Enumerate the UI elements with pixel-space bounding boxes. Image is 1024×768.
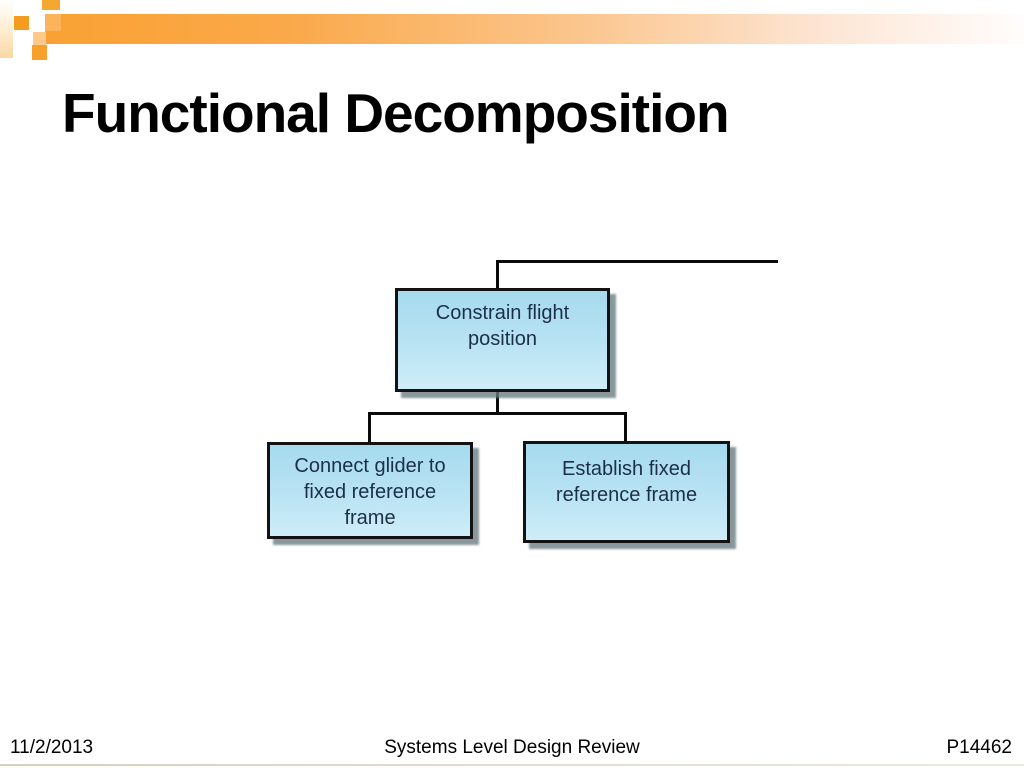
node-label-line: fixed reference: [303, 481, 437, 503]
node-label-line: position: [468, 328, 537, 350]
connector-offscreen-parent-vertical: [496, 260, 499, 289]
deco-square-light: [33, 32, 46, 45]
deco-square-left: [14, 16, 29, 30]
header-deco-strip: [0, 0, 13, 58]
footer-accent-line: [0, 764, 1024, 766]
node-label-line: frame: [344, 507, 396, 529]
footer-project-code: P14462: [946, 737, 1012, 758]
connector-drop-left-child: [368, 412, 371, 443]
node-label-line: Constrain flight: [435, 302, 570, 324]
connector-parent-stem: [496, 391, 499, 414]
node-connect-glider-to-fixed-reference-frame: Connect glider to fixed reference frame: [267, 442, 473, 539]
node-label-line: Establish fixed: [562, 458, 691, 480]
connector-drop-right-child: [624, 412, 627, 442]
deco-square-overlap: [45, 14, 61, 31]
slide-title: Functional Decomposition: [62, 82, 730, 144]
connector-offscreen-parent-horizontal: [497, 260, 778, 263]
connector-children-horizontal: [368, 412, 627, 415]
footer-date: 11/2/2013: [10, 737, 94, 758]
deco-square-top: [42, 0, 60, 10]
node-label-line: Connect glider to: [294, 455, 446, 477]
footer-title: Systems Level Design Review: [384, 737, 640, 758]
header-accent-bar: [45, 14, 1024, 44]
node-label-line: reference frame: [555, 484, 698, 506]
deco-square-bottom: [32, 45, 47, 60]
node-constrain-flight-position: Constrain flight position: [395, 288, 610, 392]
node-establish-fixed-reference-frame: Establish fixed reference frame: [523, 441, 730, 543]
